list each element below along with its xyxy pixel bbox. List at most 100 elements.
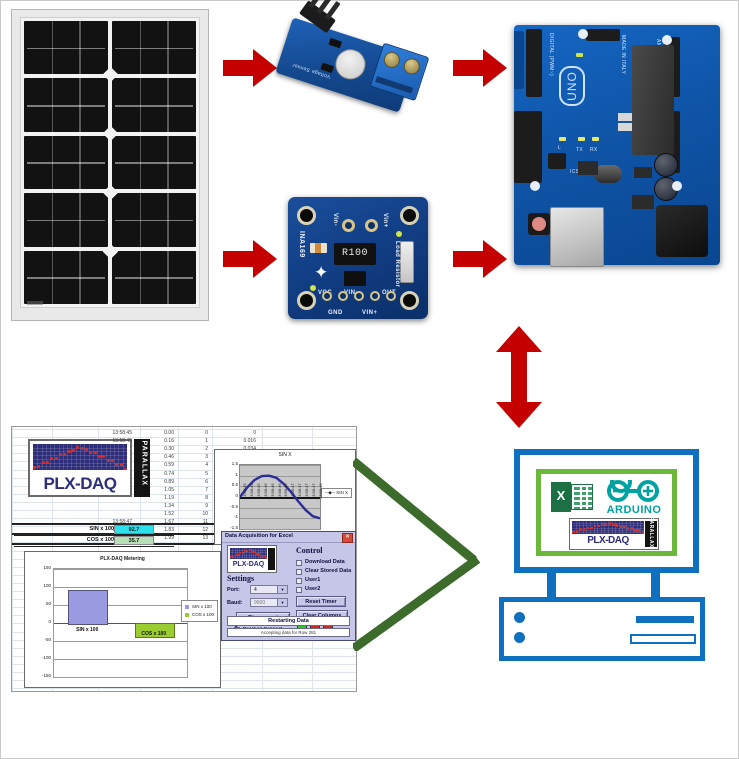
spreadsheet-cell[interactable]: 0.16 — [164, 438, 174, 445]
spreadsheet-cell[interactable]: 0.89 — [164, 478, 174, 485]
shunt-resistor-r100: R100 — [334, 243, 376, 265]
spreadsheet-cell[interactable]: 1 — [205, 438, 208, 445]
waveform-dot — [33, 466, 36, 469]
spreadsheet-cell[interactable]: 7 — [205, 486, 208, 493]
voltage-sensor-module: Voltage Sensor — [263, 0, 435, 141]
solar-cell — [112, 21, 196, 75]
grid-row-line — [12, 493, 356, 495]
waveform-dot — [612, 523, 615, 527]
waveform-dot — [262, 554, 265, 557]
spreadsheet-cell[interactable]: 0.74 — [164, 470, 174, 477]
monitor-screen: X ARDUINO PLX-DAQ PARA — [536, 469, 677, 556]
spreadsheet-cell[interactable]: 13:58:45 — [112, 430, 132, 436]
spreadsheet-cell[interactable]: 13 — [202, 535, 208, 542]
spreadsheet-cell[interactable]: 1.67 — [164, 519, 174, 526]
spreadsheet-cell[interactable]: 12 — [202, 527, 208, 534]
excel-icon: X — [551, 482, 593, 512]
solar-cell — [112, 135, 196, 190]
spreadsheet-cell[interactable]: 1.05 — [164, 486, 174, 493]
spreadsheet-cell[interactable]: 1.99 — [164, 535, 174, 542]
spreadsheet-cell[interactable]: 13:58:45 — [112, 438, 132, 445]
reset-timer-button[interactable]: Reset Timer — [296, 596, 346, 607]
spreadsheet-cell[interactable]: 4 — [205, 462, 208, 469]
grid-row-line — [12, 542, 356, 544]
crystal-oscillator — [594, 165, 622, 183]
dialog-title-bar[interactable]: Data Acquisition for Excel × — [222, 532, 355, 543]
excel-sheet-graphic — [571, 484, 593, 510]
mounting-hole — [578, 29, 588, 39]
excel-letter: X — [556, 488, 566, 503]
clear-stored-data-checkbox[interactable]: Clear Stored Data — [296, 568, 351, 575]
gridline — [54, 605, 187, 606]
spreadsheet-cell[interactable]: 9 — [205, 502, 208, 509]
reset-button[interactable] — [528, 213, 550, 235]
x-axis-tick-label: 13:58:47 — [311, 483, 317, 499]
label-ina169: INA169 — [298, 231, 305, 258]
waveform-dot — [601, 523, 604, 526]
led-on — [576, 53, 583, 57]
bar — [134, 623, 175, 638]
chevron-down-icon[interactable]: ▼ — [277, 599, 287, 606]
waveform-dot — [641, 531, 644, 534]
spreadsheet-cell[interactable]: 1.83 — [164, 527, 174, 534]
spreadsheet-cell[interactable]: 10 — [202, 511, 208, 517]
spreadsheet-cell[interactable]: 6 — [205, 478, 208, 485]
voltage-sensor-pin-header — [299, 0, 341, 34]
waveform-dot — [251, 550, 253, 553]
x-axis-tick-label: 13:58:46 — [269, 483, 275, 499]
plx-daq-dialog-window[interactable]: Data Acquisition for Excel × PLX-DAQ Set… — [221, 531, 356, 641]
baud-select[interactable]: 9600 ▼ — [250, 598, 288, 607]
dialog-title-text: Data Acquisition for Excel — [225, 533, 293, 539]
spreadsheet-cell[interactable]: 2 — [205, 446, 208, 453]
user2-checkbox[interactable]: User2 — [296, 586, 320, 593]
spreadsheet-cell[interactable]: 3 — [205, 454, 208, 461]
waveform-dot — [102, 455, 106, 459]
spreadsheet-cell[interactable]: 0.30 — [164, 446, 174, 453]
ina169-ic — [344, 271, 366, 286]
spreadsheet-cell[interactable]: 1.34 — [164, 502, 174, 509]
waveform-dot — [239, 552, 242, 555]
waveform-dot — [54, 456, 58, 460]
gridline — [240, 475, 320, 477]
parallax-brand-tab: PARALLAX — [134, 439, 150, 497]
spreadsheet-cell[interactable]: 1.19 — [164, 494, 174, 501]
gridline — [54, 587, 187, 588]
port-select[interactable]: 4 ▼ — [250, 585, 288, 594]
spreadsheet-cell[interactable]: 0 — [253, 430, 256, 436]
spreadsheet-cell[interactable]: 1.52 — [164, 511, 174, 517]
waveform-dot — [623, 525, 626, 529]
user1-checkbox[interactable]: User1 — [296, 577, 320, 584]
spreadsheet-cell[interactable]: 8 — [205, 494, 208, 501]
arduino-infinity-icon — [607, 480, 659, 502]
x-axis-tick-label: 13:58:46 — [276, 483, 282, 499]
close-icon[interactable]: × — [342, 533, 353, 543]
download-data-checkbox[interactable]: Download Data — [296, 559, 345, 566]
spreadsheet-cell[interactable]: 5 — [205, 470, 208, 477]
waveform-dot — [258, 552, 260, 555]
waveform-dot — [255, 552, 258, 555]
spreadsheet-cell[interactable]: 11 — [202, 519, 208, 526]
spreadsheet-cell[interactable]: 0.59 — [164, 462, 174, 469]
meter-label-cos: COS x 100 — [86, 537, 114, 543]
spreadsheet-cell[interactable]: 0.016 — [243, 438, 256, 445]
meter-label-sin: SIN x 100 — [89, 526, 114, 532]
y-axis-tick-label: -150 — [41, 673, 51, 678]
legend-entry-sin: SIN x 100 — [184, 603, 214, 611]
mounting-hole — [400, 206, 419, 225]
waveform-dot — [634, 529, 637, 532]
waveform-dot — [586, 526, 590, 530]
spreadsheet-cell[interactable]: 13:58:47 — [112, 519, 132, 526]
grid-row-line — [12, 518, 356, 520]
y-axis-tick-label: 0 — [48, 619, 51, 624]
spreadsheet-cell[interactable]: 0 — [205, 430, 208, 436]
waveform-dot — [124, 467, 127, 470]
chevron-down-icon[interactable]: ▼ — [277, 586, 287, 593]
spreadsheet-cell[interactable]: 0.00 — [164, 430, 174, 436]
through-hole-pad — [338, 291, 348, 301]
meter-value-cos: 35.7 — [114, 536, 154, 545]
led-l — [559, 137, 566, 141]
waveform-dot — [597, 524, 601, 528]
spreadsheet-cell[interactable]: 0.46 — [164, 454, 174, 461]
tx-label: TX — [576, 147, 583, 153]
